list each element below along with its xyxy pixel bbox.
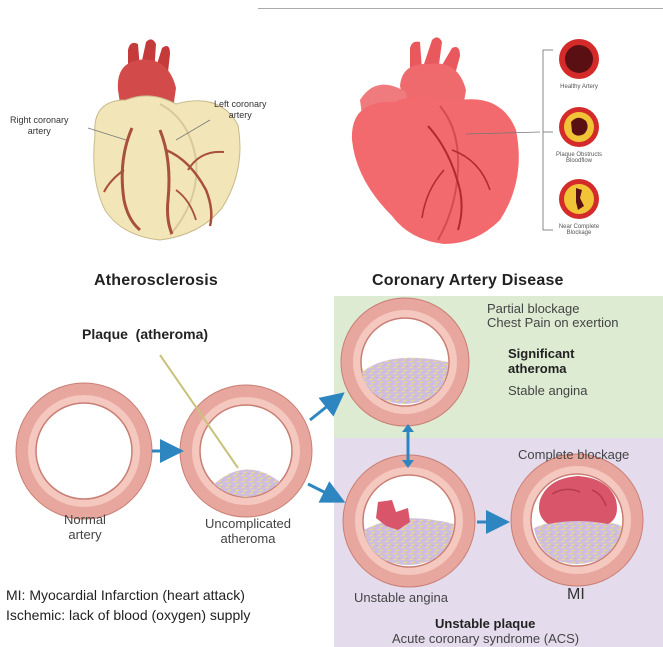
inset-label-plaque: Plaque Obstructs Bloodflow bbox=[548, 152, 610, 164]
inset-label-healthy: Healthy Artery bbox=[548, 84, 610, 90]
normal-artery bbox=[16, 383, 152, 519]
atherosclerosis-title: Atherosclerosis bbox=[94, 272, 218, 290]
right-coronary-label: Right coronary artery bbox=[10, 115, 69, 137]
mi-label: MI bbox=[567, 586, 585, 604]
chest-pain-text: Chest Pain on exertion bbox=[487, 315, 619, 330]
unstable-plaque-text: Unstable plaque bbox=[435, 616, 535, 631]
significant-atheroma-text: Significant atheroma bbox=[508, 346, 574, 376]
plaque-label: Plaque (atheroma) bbox=[82, 326, 208, 342]
inset-plaque-artery bbox=[558, 106, 600, 148]
inset-blockage-artery bbox=[558, 178, 600, 220]
uncomplicated-atheroma-label: Uncomplicated atheroma bbox=[196, 516, 300, 546]
insets-bracket bbox=[535, 40, 555, 240]
cad-title: Coronary Artery Disease bbox=[372, 272, 564, 290]
unstable-angina-artery bbox=[343, 455, 475, 587]
heart-illustration-right bbox=[340, 30, 540, 245]
unstable-angina-label: Unstable angina bbox=[354, 590, 448, 605]
uncomplicated-atheroma bbox=[180, 385, 312, 517]
inset-label-blockage: Near Complete Blockage bbox=[548, 224, 610, 236]
stable-angina-text: Stable angina bbox=[508, 383, 588, 398]
mi-artery bbox=[511, 454, 643, 586]
ischemic-definition: Ischemic: lack of blood (oxygen) supply bbox=[6, 606, 250, 624]
complete-blockage-text: Complete blockage bbox=[518, 447, 629, 462]
left-coronary-label: Left coronary artery bbox=[214, 99, 267, 121]
significant-atheroma bbox=[341, 298, 469, 426]
mi-definition: MI: Myocardial Infarction (heart attack) bbox=[6, 586, 245, 604]
partial-blockage-text: Partial blockage bbox=[487, 301, 580, 316]
normal-artery-label: Normal artery bbox=[50, 512, 120, 542]
inset-healthy-artery bbox=[558, 38, 600, 80]
top-divider bbox=[258, 8, 663, 9]
heart-illustration-left bbox=[0, 30, 330, 245]
acs-text: Acute coronary syndrome (ACS) bbox=[392, 631, 579, 646]
